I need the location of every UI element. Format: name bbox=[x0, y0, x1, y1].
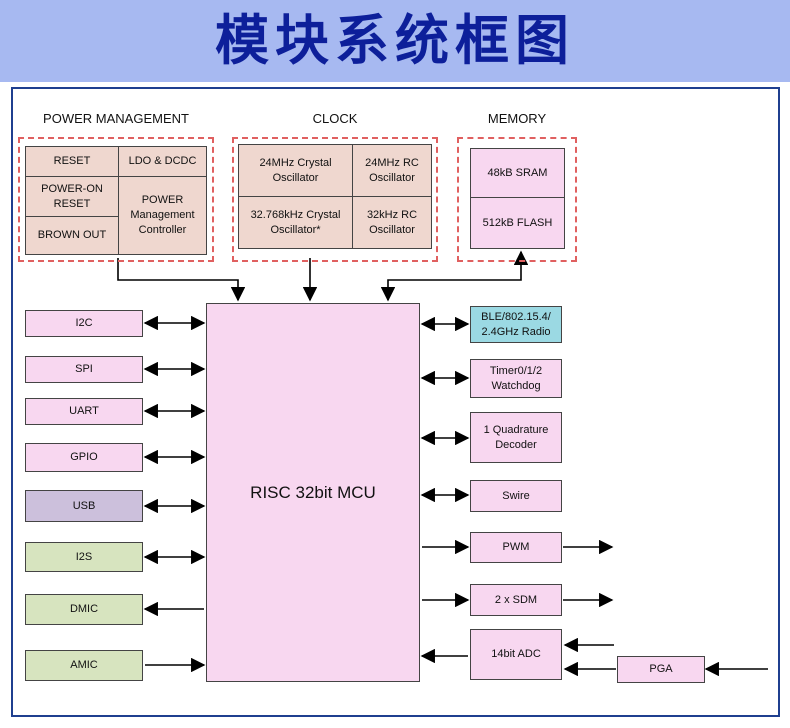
memory-header: MEMORY bbox=[487, 111, 547, 126]
pwm-block: PWM bbox=[470, 532, 562, 563]
reset-block: RESET bbox=[25, 146, 119, 177]
timer-watchdog-block: Timer0/1/2 Watchdog bbox=[470, 359, 562, 398]
memory-group bbox=[457, 137, 577, 262]
clock-header: CLOCK bbox=[312, 111, 358, 126]
clock-group bbox=[232, 137, 438, 262]
rc-32khz-block: 32kHz RC Oscillator bbox=[352, 196, 432, 249]
power-management-header: POWER MANAGEMENT bbox=[43, 111, 189, 126]
quadrature-decoder-block: 1 Quadrature Decoder bbox=[470, 412, 562, 463]
sram-block: 48kB SRAM bbox=[470, 148, 565, 198]
sdm-block: 2 x SDM bbox=[470, 584, 562, 616]
pga-block: PGA bbox=[617, 656, 705, 683]
rc-24mhz-block: 24MHz RC Oscillator bbox=[352, 144, 432, 197]
crystal-32khz-block: 32.768kHz Crystal Oscillator* bbox=[238, 196, 353, 249]
mcu-block: RISC 32bit MCU bbox=[206, 303, 420, 682]
ldo-dcdc-block: LDO & DCDC bbox=[118, 146, 207, 177]
power-management-controller-block: POWER Management Controller bbox=[118, 176, 207, 255]
power-management-group bbox=[18, 137, 214, 262]
swire-block: Swire bbox=[470, 480, 562, 512]
page-title: 模块系统框图 bbox=[215, 9, 575, 72]
i2s-block: I2S bbox=[25, 542, 143, 572]
spi-block: SPI bbox=[25, 356, 143, 383]
uart-block: UART bbox=[25, 398, 143, 425]
adc-block: 14bit ADC bbox=[470, 629, 562, 680]
brown-out-block: BROWN OUT bbox=[25, 216, 119, 255]
dmic-block: DMIC bbox=[25, 594, 143, 625]
i2c-block: I2C bbox=[25, 310, 143, 337]
power-on-reset-block: POWER-ON RESET bbox=[25, 176, 119, 217]
memory-mcu-arrow bbox=[380, 250, 529, 302]
gpio-block: GPIO bbox=[25, 443, 143, 472]
flash-block: 512kB FLASH bbox=[470, 197, 565, 249]
power-to-mcu-arrow bbox=[117, 258, 246, 302]
crystal-24mhz-block: 24MHz Crystal Oscillator bbox=[238, 144, 353, 197]
usb-block: USB bbox=[25, 490, 143, 522]
amic-block: AMIC bbox=[25, 650, 143, 681]
radio-block: BLE/802.15.4/ 2.4GHz Radio bbox=[470, 306, 562, 343]
title-bar bbox=[0, 0, 790, 82]
